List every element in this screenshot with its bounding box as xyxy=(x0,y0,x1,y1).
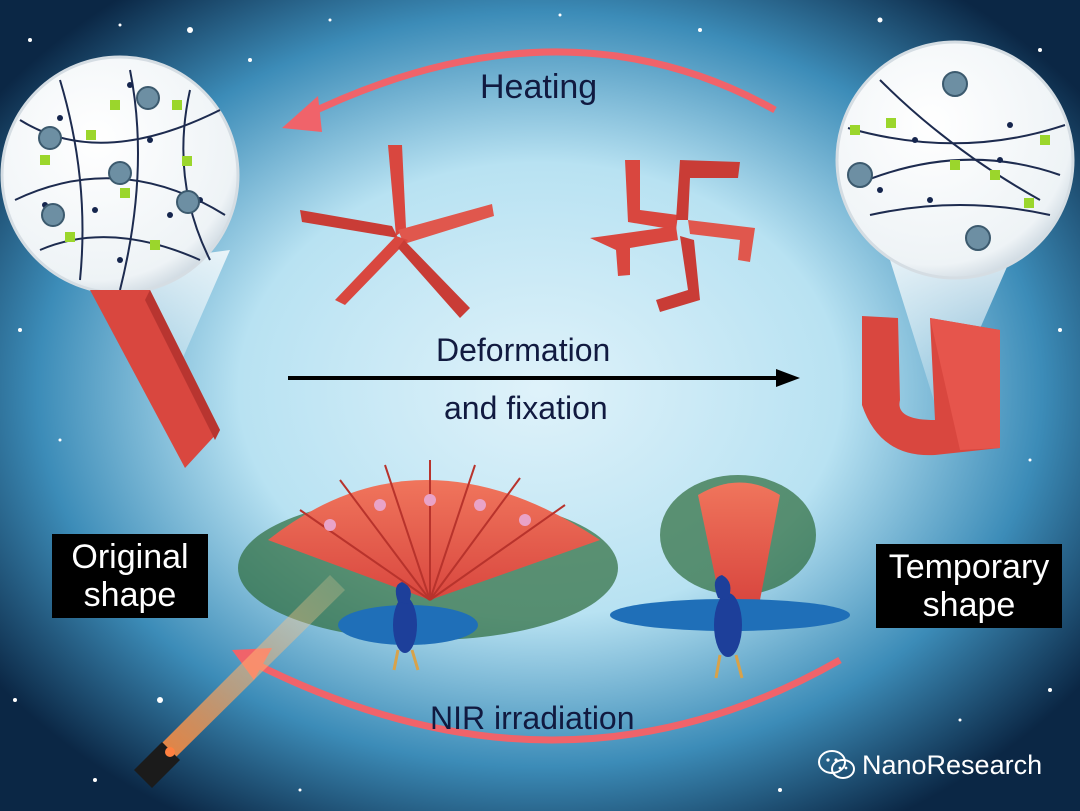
heating-label: Heating xyxy=(480,68,597,107)
temporary-shape-line2: shape xyxy=(884,586,1054,624)
deformation-label-line1: Deformation xyxy=(436,332,610,369)
deformation-label-line2: and fixation xyxy=(444,390,608,427)
temporary-shape-label: Temporary shape xyxy=(876,544,1062,628)
temporary-shape-line1: Temporary xyxy=(884,548,1054,586)
original-shape-line1: Original xyxy=(60,538,200,576)
watermark: NanoResearch xyxy=(818,749,1042,781)
original-shape-line2: shape xyxy=(60,576,200,614)
watermark-text: NanoResearch xyxy=(862,750,1042,781)
nir-irradiation-label: NIR irradiation xyxy=(430,700,635,737)
original-shape-label: Original shape xyxy=(52,534,208,618)
wechat-icon xyxy=(818,749,856,781)
